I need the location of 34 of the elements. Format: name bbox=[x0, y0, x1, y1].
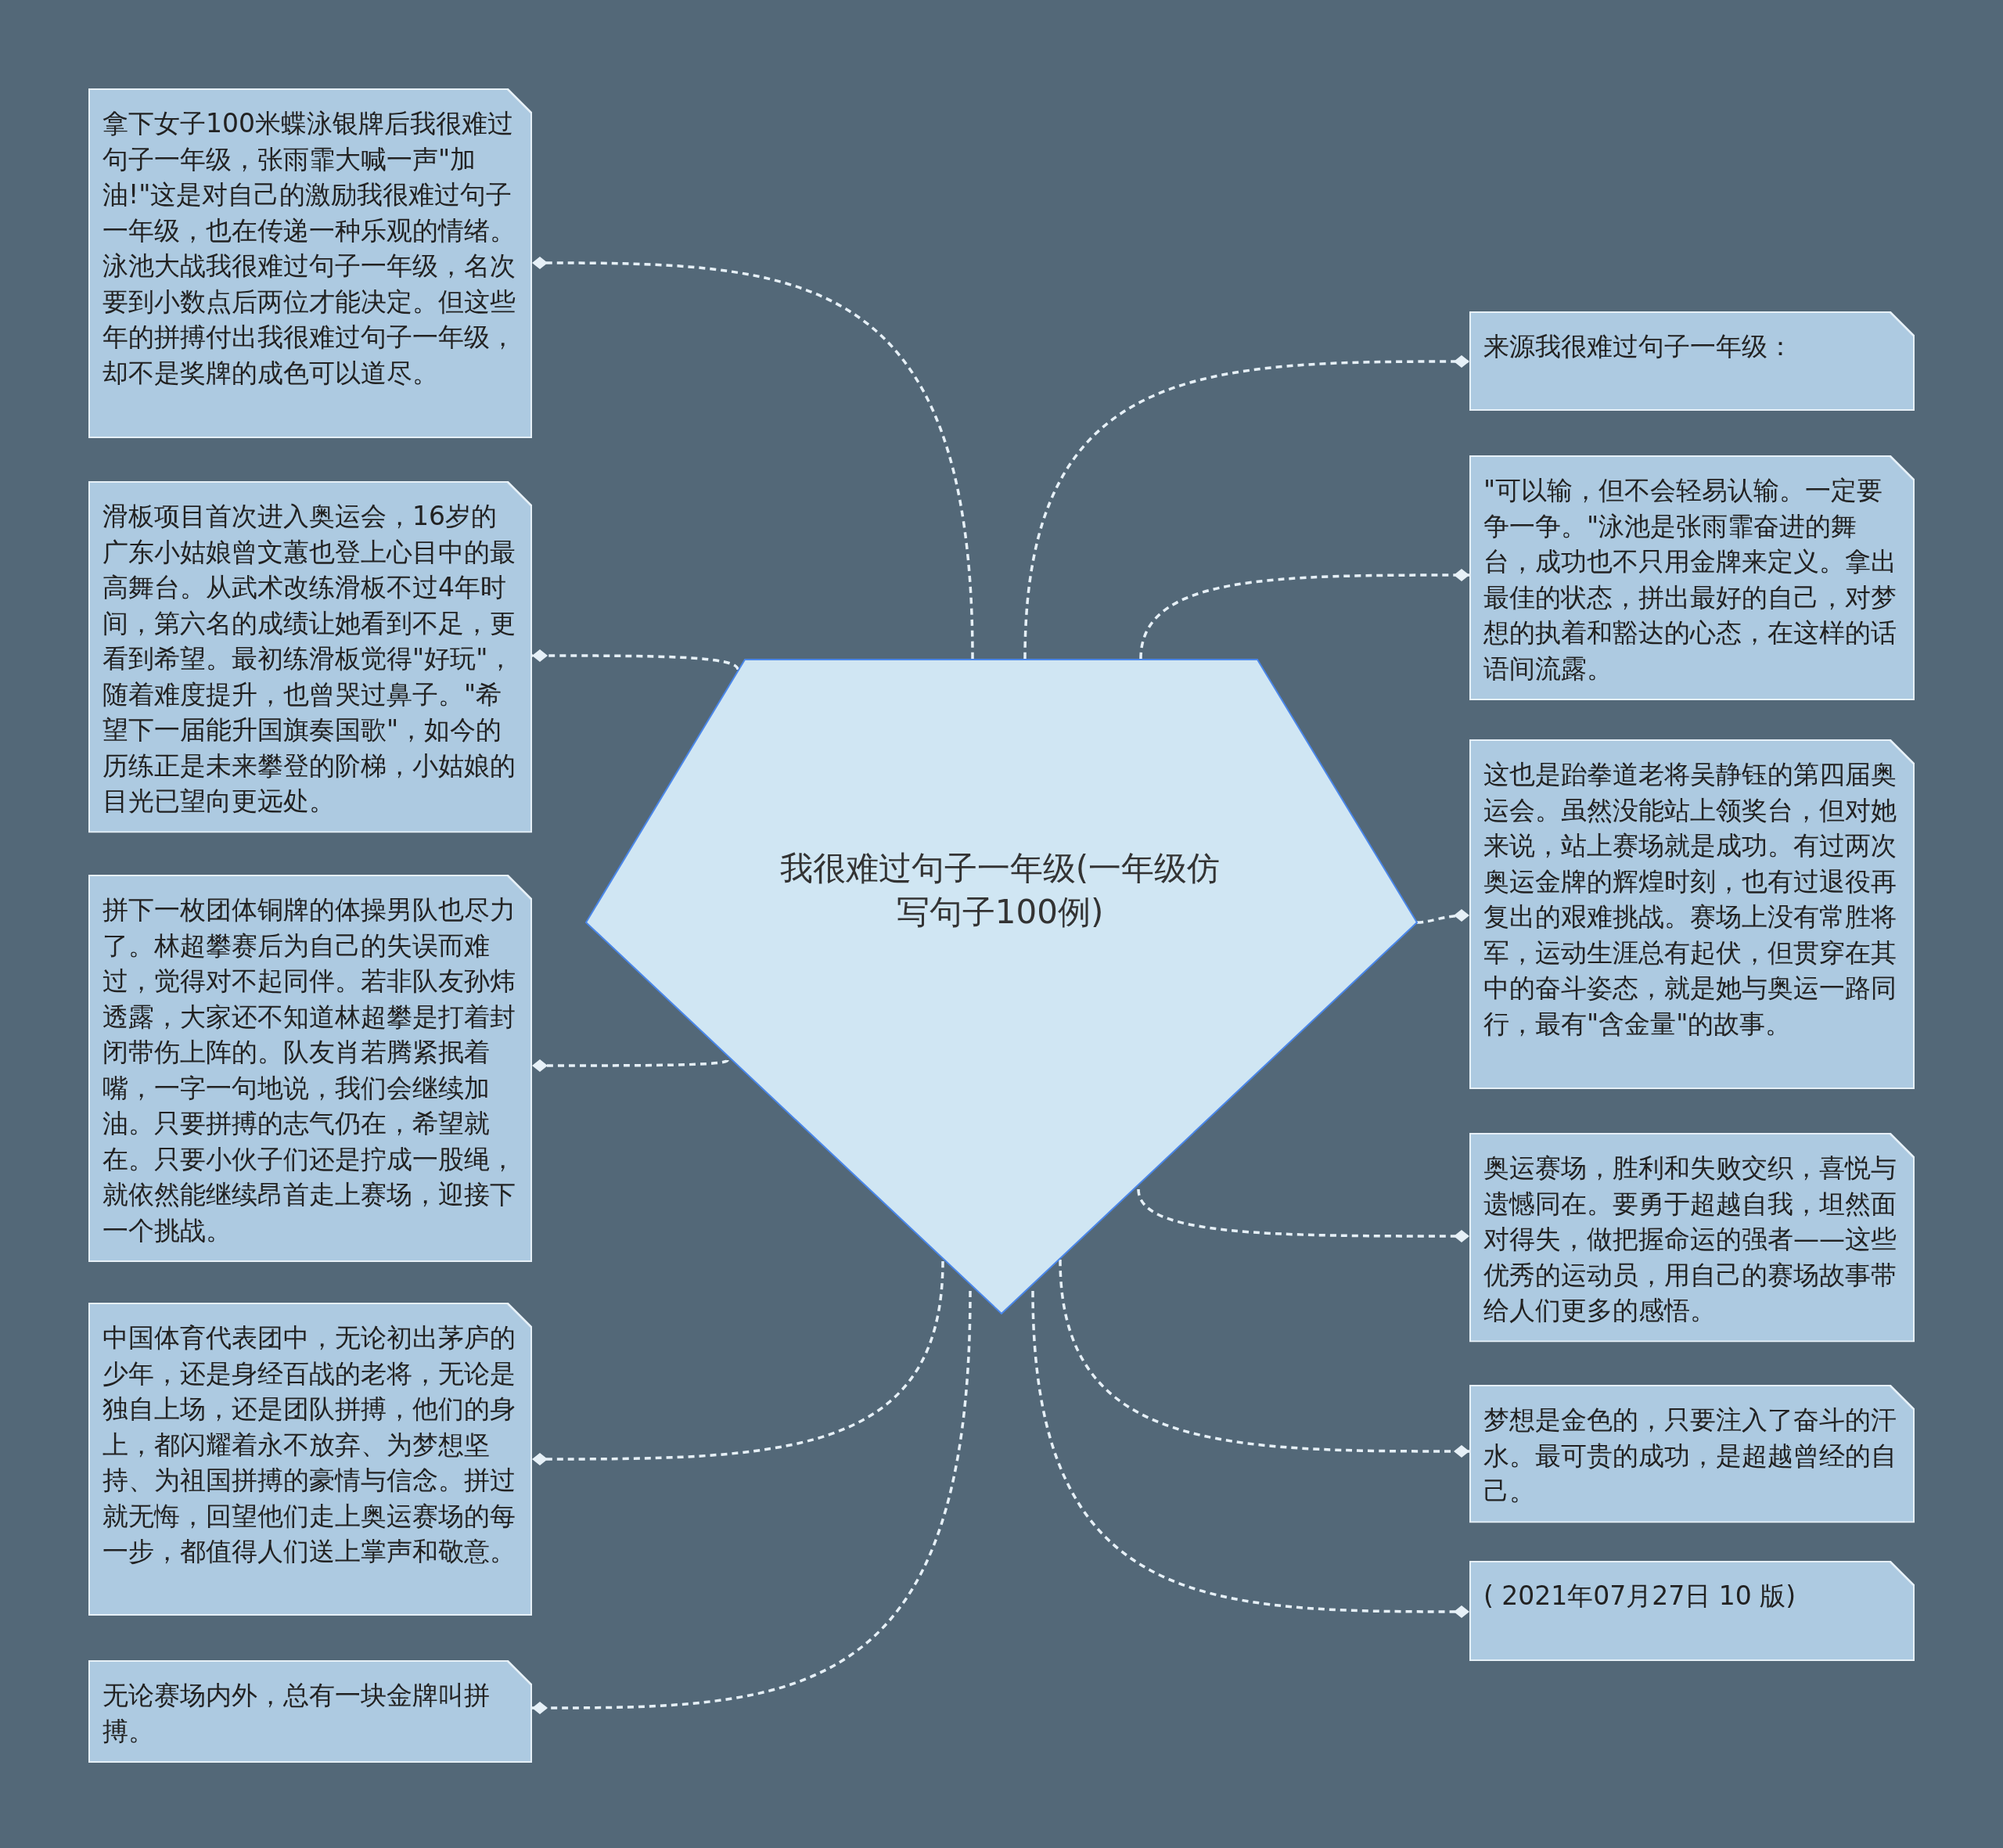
text-card bbox=[88, 88, 532, 438]
card-text: 这也是跆拳道老将吴静钰的第四届奥运会。虽然没能站上领奖台，但对她来说，站上赛场就是成功。有过两次奥运金牌的辉煌时刻，也有过退役再复出的艰难挑战。赛场上没有常胜将军，运动生涯总有起伏，但贯穿在其中的奋斗姿态，就是她与奥运一路同行，最有"含金量"的故事。 bbox=[1483, 758, 1897, 1041]
card-text: 来源我很难过句子一年级： bbox=[1483, 330, 1794, 363]
card-text: "可以输，但不会轻易认输。一定要争一争。"泳池是张雨霏奋进的舞台，成功也不只用金牌来定义。拿出最佳的状态，拼出最好的自己，对梦想的执着和豁达的心态，在这样的话语间流露。 bbox=[1483, 474, 1897, 685]
dashed-connector bbox=[532, 1260, 944, 1465]
card-text: 滑板项目首次进入奥运会，16岁的广东小姑娘曾文蕙也登上心目中的最高舞台。从武术改练滑板不过4年时间，第六名的成绩让她看到不足，更看到希望。最初练滑板觉得"好玩"，随着难度提升，也曾哭过鼻子。"希望下一届能升国旗奏国歌"，如今的历练正是未来攀登的阶梯，小姑娘的目光已望向更远处。 bbox=[102, 500, 516, 818]
card-text: 拿下女子100米蝶泳银牌后我很难过句子一年级，张雨霏大喊一声"加油!"这是对自己的激励我很难过句子一年级，也在传递一种乐观的情绪。泳池大战我很难过句子一年级，名次要到小数点后两位才能决定。但这些年的拼搏付出我很难过句子一年级，却不是奖牌的成色可以道尽。 bbox=[102, 107, 516, 390]
card-text: 中国体育代表团中，无论初出茅庐的少年，还是身经百战的老将，无论是独自上场，还是团队拼搏，他们的身上，都闪耀着永不放弃、为梦想坚持、为祖国拼搏的豪情与信念。拼过就无悔，回望他们走上奥运赛场的每一步，都值得人们送上掌声和敬意。 bbox=[102, 1321, 516, 1568]
card-text: 无论赛场内外，总有一块金牌叫拼搏。 bbox=[102, 1679, 491, 1748]
dashed-connector bbox=[1023, 355, 1469, 660]
title-text: 我很难过句子一年级(一年级仿写句子100例) bbox=[779, 848, 1221, 933]
dashed-connector bbox=[1031, 1290, 1469, 1618]
card-text: 奥运赛场，胜利和失败交织，喜悦与遗憾同在。要勇于超越自我，坦然面对得失，做把握命运的强者——这些优秀的运动员，用自己的赛场故事带给人们更多的感悟。 bbox=[1483, 1152, 1897, 1327]
card-text: 梦想是金色的，只要注入了奋斗的汗水。最可贵的成功，是超越曾经的自己。 bbox=[1483, 1404, 1897, 1508]
dashed-connector bbox=[532, 1059, 728, 1072]
text-card bbox=[88, 481, 532, 833]
text-card bbox=[1469, 1561, 1915, 1661]
title-pentagon bbox=[585, 659, 1418, 1314]
dashed-connector bbox=[532, 1290, 972, 1714]
text-card bbox=[1469, 1385, 1915, 1523]
card-text: ( 2021年07月27日 10 版) bbox=[1483, 1580, 1797, 1613]
text-card bbox=[88, 1303, 532, 1616]
text-card bbox=[1469, 739, 1915, 1089]
text-card bbox=[88, 1660, 532, 1763]
text-card bbox=[1469, 455, 1915, 700]
dashed-connector bbox=[1137, 1188, 1469, 1242]
card-text: 拼下一枚团体铜牌的体操男队也尽力了。林超攀赛后为自己的失误而难过，觉得对不起同伴。若非队友孙炜透露，大家还不知道林超攀是打着封闭带伤上阵的。队友肖若腾紧抿着嘴，一字一句地说，我们会继续加油。只要拼搏的志气仍在，希望就在。只要小伙子们还是拧成一股绳，就依然能继续昂首走上赛场，迎接下一个挑战。 bbox=[102, 893, 516, 1247]
dashed-connector bbox=[1416, 909, 1470, 924]
dashed-connector bbox=[532, 257, 974, 660]
text-card bbox=[1469, 311, 1915, 411]
dashed-connector bbox=[532, 649, 739, 671]
text-card bbox=[1469, 1133, 1915, 1343]
dashed-connector bbox=[1059, 1259, 1469, 1458]
dashed-connector bbox=[1139, 569, 1469, 660]
